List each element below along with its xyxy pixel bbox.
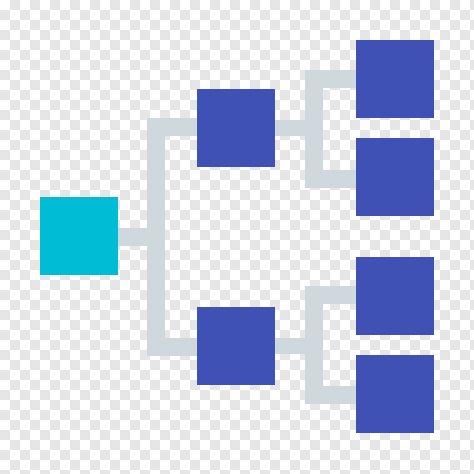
leaf-node-4 — [356, 355, 434, 433]
connector-upper-branch-top — [305, 70, 357, 88]
connector-trunk-to-lower-mid — [147, 338, 199, 356]
connector-upper-branch-bottom — [305, 170, 357, 188]
connector-upper-branch-trunk — [305, 70, 323, 188]
connector-main-trunk — [147, 118, 165, 356]
connector-trunk-to-upper-mid — [147, 118, 199, 136]
leaf-node-1 — [356, 40, 434, 118]
leaf-node-2 — [356, 138, 434, 216]
connector-lower-branch-trunk — [305, 286, 323, 404]
connector-lower-branch-bottom — [305, 386, 357, 404]
mid-node-upper — [197, 89, 275, 167]
root-node — [40, 197, 118, 275]
mid-node-lower — [197, 307, 275, 385]
connector-lines — [117, 70, 357, 404]
leaf-node-3 — [356, 257, 434, 335]
connector-lower-branch-top — [305, 286, 357, 304]
